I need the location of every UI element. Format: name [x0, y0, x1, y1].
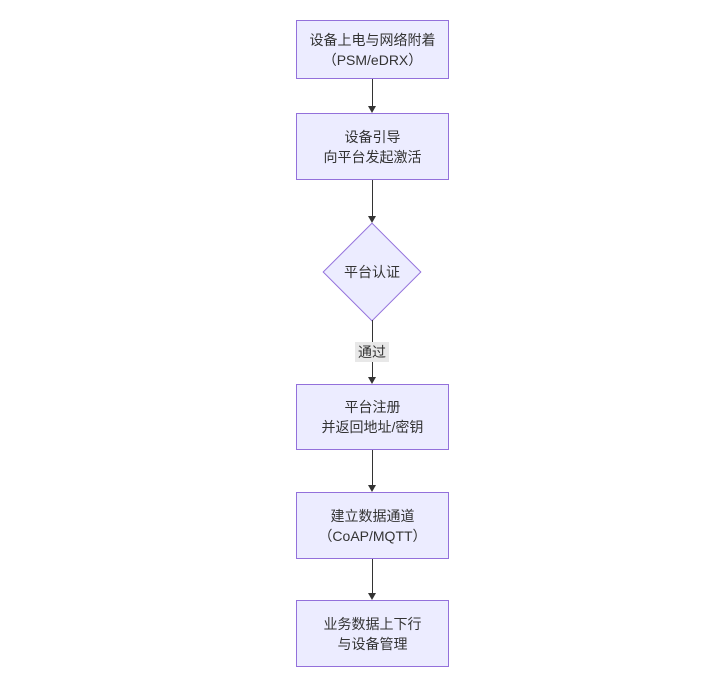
- arrowhead-icon: [368, 106, 376, 113]
- arrowhead-icon: [368, 593, 376, 600]
- edge-power-to-bootstrap-line: [372, 79, 373, 106]
- edge-channel-to-business-line: [372, 559, 373, 593]
- node-power-attach: 设备上电与网络附着 （PSM/eDRX）: [296, 20, 449, 79]
- node-data-channel-text-line1: 建立数据通道: [330, 507, 415, 524]
- node-business-data: 业务数据上下行 与设备管理: [296, 600, 449, 667]
- node-platform-auth-text: 平台认证: [344, 264, 400, 280]
- arrowhead-icon: [368, 377, 376, 384]
- edge-register-to-channel-line: [372, 450, 373, 485]
- edge-bootstrap-to-auth-line: [372, 180, 373, 216]
- edge-label-pass: 通过: [355, 342, 389, 362]
- node-bootstrap-text-line1: 设备引导: [344, 128, 401, 145]
- node-bootstrap-text-line2: 向平台发起激活: [323, 148, 422, 165]
- node-bootstrap: 设备引导 向平台发起激活: [296, 113, 449, 180]
- node-platform-register: 平台注册 并返回地址/密钥: [296, 384, 449, 450]
- node-power-attach-text-line2: （PSM/eDRX）: [322, 51, 423, 68]
- node-business-data-text-line2: 与设备管理: [337, 635, 408, 652]
- node-platform-register-text-line2: 并返回地址/密钥: [321, 419, 424, 435]
- node-platform-register-text-line1: 平台注册: [344, 399, 401, 415]
- arrowhead-icon: [368, 485, 376, 492]
- node-data-channel-text-line2: （CoAP/MQTT）: [318, 527, 427, 544]
- arrowhead-icon: [368, 216, 376, 223]
- node-data-channel: 建立数据通道 （CoAP/MQTT）: [296, 492, 449, 559]
- node-power-attach-text-line1: 设备上电与网络附着: [309, 31, 436, 48]
- node-business-data-text-line1: 业务数据上下行: [323, 615, 422, 632]
